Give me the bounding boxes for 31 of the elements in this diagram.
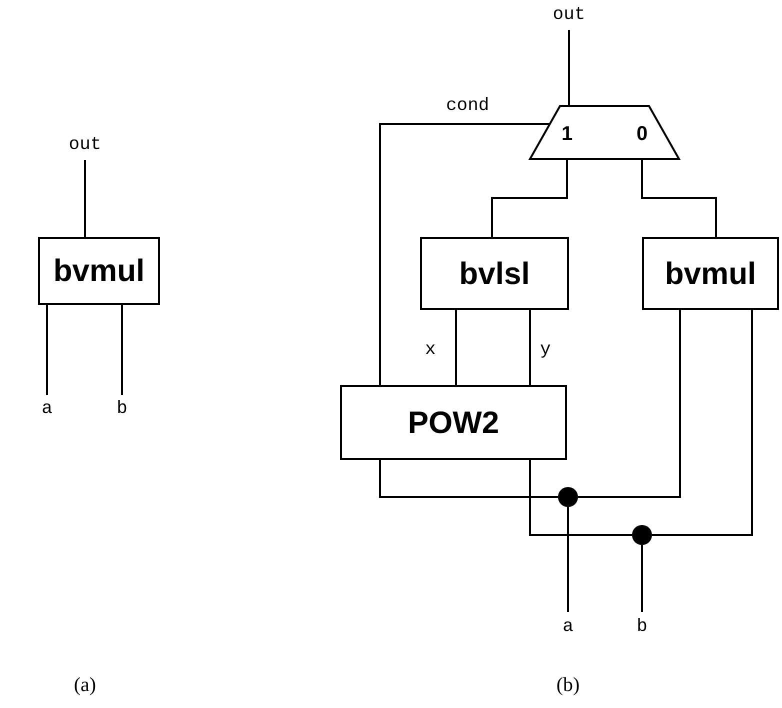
wire	[652, 310, 753, 536]
signal-name: a	[562, 617, 574, 637]
function-block: bvmul	[642, 237, 779, 310]
signal-name: a	[42, 399, 52, 419]
signal-name: b	[116, 399, 128, 419]
input-label: 0	[636, 123, 648, 145]
wire	[491, 160, 568, 237]
wire	[568, 30, 570, 105]
wire	[529, 460, 632, 536]
wire	[641, 545, 643, 612]
wire	[578, 310, 681, 498]
input-label: 1	[561, 123, 573, 145]
subfigure-caption: (a)	[74, 674, 96, 696]
signal-name: out	[552, 5, 586, 25]
junction-dot	[558, 487, 578, 507]
wire	[379, 123, 550, 385]
wire	[641, 160, 717, 237]
wire	[529, 310, 531, 385]
wire	[455, 310, 457, 385]
wire	[379, 460, 558, 498]
wire	[121, 305, 123, 395]
subfigure-caption: (b)	[556, 674, 580, 696]
junction-dot	[632, 525, 652, 545]
signal-name: b	[636, 617, 648, 637]
wire	[84, 160, 86, 237]
function-block: bvmul	[38, 237, 160, 305]
function-block: POW2	[340, 385, 567, 460]
wire	[46, 305, 48, 395]
signal-name: out	[68, 135, 102, 155]
wire	[567, 507, 569, 612]
function-block: bvlsl	[420, 237, 569, 310]
